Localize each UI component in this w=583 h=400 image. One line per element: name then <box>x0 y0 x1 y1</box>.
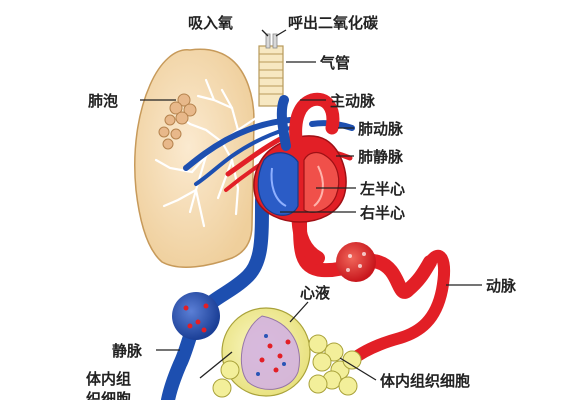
label-vein: 静脉 <box>112 342 143 360</box>
label-body-tissue-fluid: 体内组 <box>86 370 131 388</box>
leader-lines <box>140 29 482 381</box>
trachea <box>258 33 284 107</box>
label-body-tissue-fluid-cut: 织细胞 <box>86 390 131 400</box>
alveoli-cluster <box>158 93 197 150</box>
heart <box>253 92 347 223</box>
label-left-heart: 左半心 <box>359 180 405 198</box>
label-pulmonary-vein: 肺静脉 <box>358 148 404 166</box>
label-artery: 动脉 <box>486 277 517 295</box>
capillary-bed-artery <box>336 242 376 282</box>
capillary-bed-vein <box>172 292 220 340</box>
label-alveoli: 肺泡 <box>88 92 118 110</box>
label-inhale-oxygen: 吸入氧 <box>188 14 233 32</box>
label-body-tissue-cells: 体内组织细胞 <box>380 372 470 390</box>
label-tissue-fluid: 心液 <box>300 284 331 302</box>
label-exhale-co2: 呼出二氧化碳 <box>288 14 379 32</box>
labels: 吸入氧 呼出二氧化碳 气管 肺泡 主动脉 肺动脉 肺静脉 左半心 右半心 动脉 … <box>86 14 517 400</box>
label-trachea: 气管 <box>319 54 350 72</box>
label-right-heart: 右半心 <box>360 204 405 222</box>
label-aorta: 主动脉 <box>330 92 376 110</box>
tissue-cells <box>212 307 362 398</box>
label-pulmonary-artery: 肺动脉 <box>358 120 404 138</box>
